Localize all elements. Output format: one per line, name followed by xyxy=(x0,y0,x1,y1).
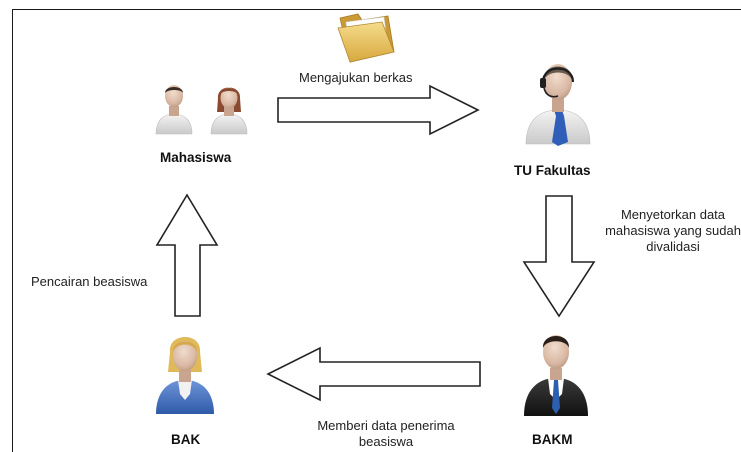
arrow-to-tu-fakultas xyxy=(277,84,480,136)
node-label-bakm: BAKM xyxy=(532,432,573,447)
arrow-to-bak xyxy=(266,346,481,402)
businesswoman-icon xyxy=(156,337,214,414)
diagram-border xyxy=(12,9,741,452)
edge-label-disburse: Pencairan beasiswa xyxy=(31,274,148,289)
edge-label-give-data: Memberi data penerima beasiswa xyxy=(306,418,466,450)
node-label-mahasiswa: Mahasiswa xyxy=(160,150,232,165)
edge-label-give-data-line1: Memberi data penerima xyxy=(317,418,455,433)
students-icon xyxy=(155,85,248,135)
node-label-tu-fakultas: TU Fakultas xyxy=(514,163,591,178)
edge-label-deposit-line2: mahasiswa yang sudah xyxy=(605,223,741,238)
arrow-to-mahasiswa xyxy=(155,193,219,317)
folder-icon xyxy=(337,13,395,63)
businessman-icon xyxy=(524,335,588,416)
edge-label-deposit-line1: Menyetorkan data xyxy=(620,207,726,222)
edge-label-deposit-line3: divalidasi xyxy=(646,239,700,254)
edge-label-give-data-line2: beasiswa xyxy=(358,434,414,449)
edge-label-deposit: Menyetorkan data mahasiswa yang sudah di… xyxy=(588,207,741,255)
call-center-agent-icon xyxy=(525,64,591,146)
arrow-to-bakm xyxy=(522,195,596,318)
edge-label-submit: Mengajukan berkas xyxy=(299,70,413,85)
node-label-bak: BAK xyxy=(171,432,201,447)
